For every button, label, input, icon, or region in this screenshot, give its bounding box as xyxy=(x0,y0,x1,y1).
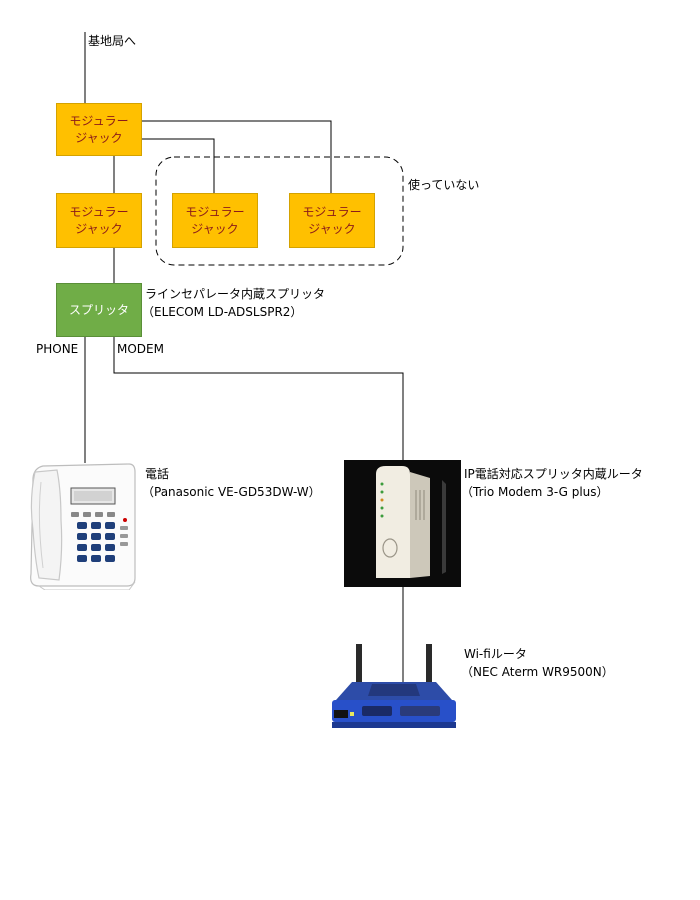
phone-desc: 電話 xyxy=(145,467,170,481)
to-station-label: 基地局へ xyxy=(88,34,137,48)
router-desc: IP電話対応スプリッタ内蔵ルータ xyxy=(464,467,643,481)
unused-label: 使っていない xyxy=(408,178,480,192)
wifi-router-icon xyxy=(332,644,456,728)
unused-group-outline xyxy=(155,156,404,266)
splitter-desc: ラインセパレータ内蔵スプリッタ xyxy=(145,287,326,301)
telephone-icon xyxy=(30,463,136,590)
phone-port-label: PHONE xyxy=(36,342,79,356)
modular-jack-unused-1: モジュラー ジャック xyxy=(172,193,258,248)
phone-model: （Panasonic VE-GD53DW-W） xyxy=(142,485,321,499)
router-model: （Trio Modem 3-G plus） xyxy=(461,485,609,499)
wifi-model: （NEC Aterm WR9500N） xyxy=(461,665,614,679)
modular-jack-2: モジュラー ジャック xyxy=(56,193,142,248)
router-photo-icon xyxy=(344,460,461,587)
splitter-box: スプリッタ xyxy=(56,283,142,337)
modem-port-label: MODEM xyxy=(117,342,164,356)
splitter-model: （ELECOM LD-ADSLSPR2） xyxy=(142,305,303,319)
wifi-desc: Wi-fiルータ xyxy=(464,647,527,661)
modular-jack-unused-2: モジュラー ジャック xyxy=(289,193,375,248)
modular-jack-main: モジュラー ジャック xyxy=(56,103,142,156)
